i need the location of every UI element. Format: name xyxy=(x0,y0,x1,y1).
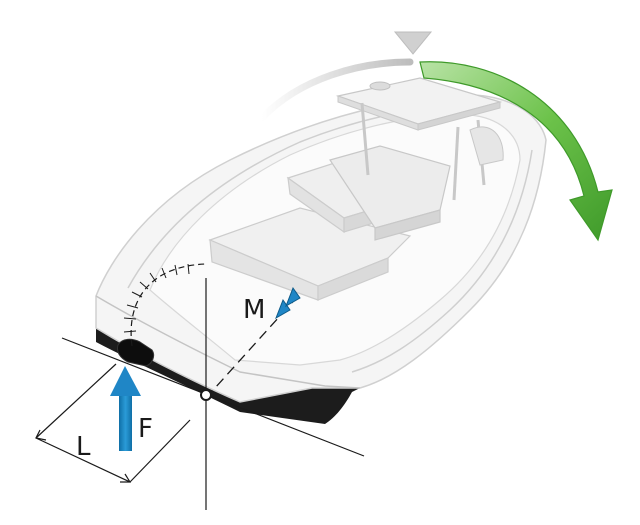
transom xyxy=(95,295,361,389)
moment-label: M xyxy=(243,295,265,325)
hull-bottom xyxy=(96,328,360,424)
curved-arrow-icon xyxy=(419,61,613,242)
lateral-axis xyxy=(61,337,365,457)
up-arrow-icon xyxy=(110,366,141,451)
t-top xyxy=(335,77,503,201)
rotation-arc-left xyxy=(258,58,414,122)
lever-arm-label: L xyxy=(76,432,91,462)
lever-arm-dimension xyxy=(35,363,191,483)
angle-arc xyxy=(123,263,207,347)
pivot-point xyxy=(200,389,212,401)
starboard-rail xyxy=(351,149,533,373)
center-console xyxy=(329,145,451,241)
boat xyxy=(95,77,547,424)
triangle-down-icon xyxy=(393,31,433,55)
force-label: F xyxy=(138,414,153,444)
stern-thruster xyxy=(117,338,155,367)
double-arrow-icon xyxy=(275,286,301,320)
windshield xyxy=(469,126,504,166)
